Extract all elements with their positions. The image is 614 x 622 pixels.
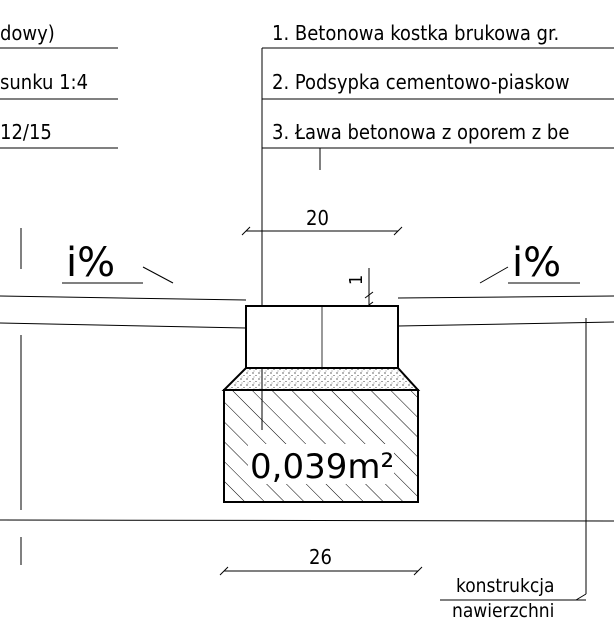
dimension-top-label: 20 [306, 206, 329, 230]
dimension-top-tick-left [241, 226, 251, 236]
slope-right-arrow [479, 266, 509, 284]
pavement-left-bottom [0, 322, 247, 329]
construction-label-line1: konstrukcja [456, 575, 555, 597]
area-label: 0,039m² [250, 447, 394, 487]
legend-item-2: 2. Podsypka cementowo-piaskow [272, 70, 570, 94]
legend-item-3: 3. Ława betonowa z oporem z be [272, 120, 569, 144]
slope-left: i% [62, 240, 174, 286]
subgrade-line [0, 519, 614, 522]
dimension-bottom-tick-right [413, 566, 423, 576]
left-note-2: sunku 1:4 [0, 70, 88, 94]
dimension-bottom: 26 [219, 545, 423, 576]
pavement-right-bottom [397, 321, 614, 327]
concrete-foundation: 0,039m² [223, 389, 419, 503]
dimension-bottom-tick-left [219, 566, 229, 576]
construction-label: konstrukcja nawierzchni [440, 575, 586, 622]
dimension-small-label: 1 [346, 275, 367, 285]
left-notes: dowy) sunku 1:4 12/15 [0, 21, 118, 149]
slope-right-label: i% [512, 240, 561, 286]
dimension-small: 1 [346, 268, 374, 310]
leader-line-right-hook [575, 593, 587, 601]
slope-left-arrow [142, 266, 174, 284]
legend: 1. Betonowa kostka brukowa gr. 2. Podsyp… [262, 21, 614, 149]
area-label-background [248, 444, 394, 484]
dimension-top: 20 [241, 206, 403, 236]
left-note-3: 12/15 [0, 120, 52, 144]
pavement-lines [0, 295, 614, 522]
dimension-top-tick-right [393, 226, 403, 236]
pavement-right-top [397, 295, 614, 299]
legend-item-1: 1. Betonowa kostka brukowa gr. [272, 21, 559, 45]
curb-stone [245, 305, 399, 369]
left-note-1: dowy) [0, 21, 55, 45]
sand-bedding [221, 367, 421, 391]
slope-left-label: i% [66, 240, 115, 286]
slope-right: i% [479, 240, 580, 286]
pavement-left-top [0, 295, 247, 301]
dimension-small-tick-top [364, 291, 374, 299]
construction-label-line2: nawierzchni [452, 600, 554, 622]
dimension-bottom-label: 26 [309, 545, 332, 569]
